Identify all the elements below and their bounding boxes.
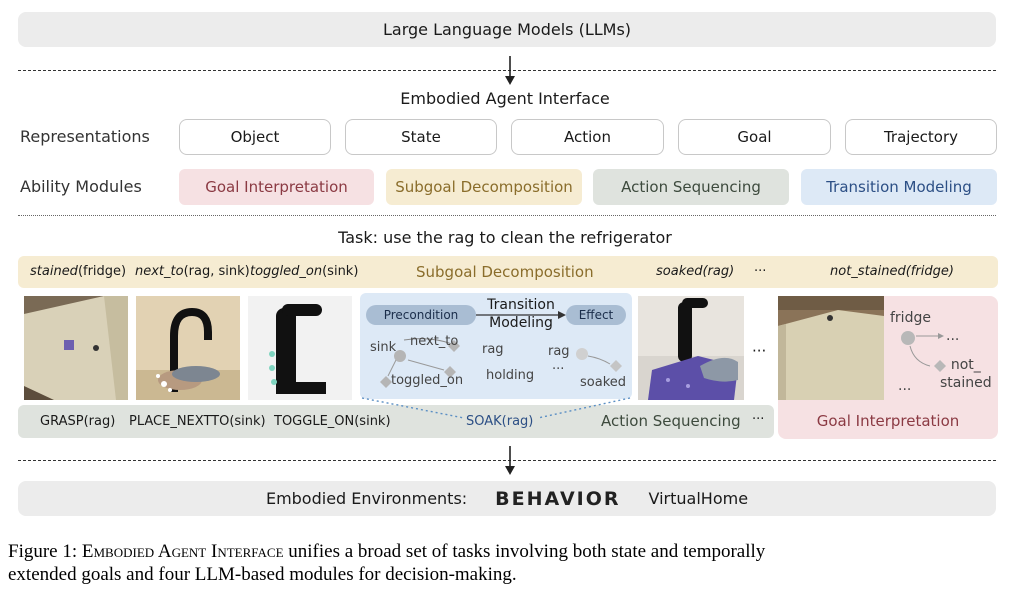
faucet-rag-photo (136, 296, 240, 400)
goal-dots: ... (946, 328, 960, 344)
goal-graph (901, 331, 946, 372)
tm-dots: ... (552, 358, 565, 373)
subgoal-strip (18, 256, 998, 288)
transition-graph (380, 338, 622, 388)
tm-next-to: next_to (410, 334, 459, 349)
llm-label: Large Language Models (LLMs) (382, 20, 632, 39)
rep-action: Action (511, 119, 664, 155)
subgoal-ellipsis: ··· (754, 264, 767, 279)
rep-object: Object (179, 119, 331, 155)
tm-sink: sink (370, 340, 397, 355)
action-grasp: GRASP(rag) (40, 414, 116, 429)
tm-toggled-on: toggled_on (391, 373, 464, 388)
task-title: Task: use the rag to clean the refrigera… (338, 228, 672, 247)
rep-trajectory: Trajectory (845, 119, 997, 155)
subgoal-decomposition-label: Subgoal Decomposition (416, 263, 594, 281)
faucet-on-photo (248, 296, 352, 400)
module-goal-interpretation: Goal Interpretation (179, 169, 374, 205)
subgoal-soaked: soaked(rag) (656, 264, 735, 279)
transition-arrow-icon (476, 311, 566, 319)
ability-modules-label: Ability Modules (20, 177, 142, 196)
goal-fridge: fridge (890, 310, 931, 326)
down-arrow-icon-2 (505, 446, 515, 475)
subgoal-toggled-on: toggled_on(sink) (250, 264, 359, 279)
rep-goal: Goal (678, 119, 831, 155)
goal-not-stained: not_ stained (940, 357, 992, 391)
module-subgoal-decomposition: Subgoal Decomposition (386, 169, 582, 205)
action-strip (18, 405, 774, 438)
tm-rag: rag (482, 342, 504, 357)
subgoal-stained: stained(fridge) (30, 264, 127, 279)
behavior-logo: BEHAVIOR (495, 487, 621, 510)
action-toggle-on: TOGGLE_ON(sink) (274, 414, 391, 429)
precondition-pill: Precondition (366, 305, 476, 325)
action-ellipsis: ··· (752, 412, 765, 427)
virtualhome-label: VirtualHome (648, 489, 749, 508)
down-arrow-icon (505, 56, 515, 85)
module-transition-modeling: Transition Modeling (801, 169, 997, 205)
interface-title: Embodied Agent Interface (400, 89, 610, 108)
transition-modeling-title: Transition Modeling (487, 297, 555, 331)
tm-rag2: rag (548, 344, 570, 359)
fridge-goal-photo (778, 296, 884, 400)
env-label: Embodied Environments: (265, 489, 468, 508)
subgoal-not-stained: not_stained(fridge) (830, 264, 954, 279)
soak-dotted-lines (361, 397, 631, 419)
figure-caption: Figure 1: Embodied Agent Interface unifi… (8, 541, 766, 585)
llm-banner: Large Language Models (LLMs) (18, 12, 996, 47)
bottom-dashed-divider (18, 460, 996, 461)
action-place-nextto: PLACE_NEXTTO(sink) (129, 414, 266, 429)
module-action-sequencing: Action Sequencing (593, 169, 789, 205)
action-sequencing-label: Action Sequencing (601, 412, 741, 430)
subgoal-next-to: next_to(rag, sink) (135, 264, 250, 279)
environments-banner: Embodied Environments: BEHAVIOR VirtualH… (18, 481, 996, 516)
tm-soaked: soaked (580, 375, 627, 390)
dotted-divider (18, 215, 996, 216)
action-soak: SOAK(rag) (466, 414, 534, 429)
soak-rag-photo (638, 296, 744, 400)
fridge-photo (24, 296, 128, 400)
rep-state: State (345, 119, 497, 155)
goal-dots2: ... (898, 378, 912, 394)
representations-label: Representations (20, 127, 150, 146)
effect-pill: Effect (566, 305, 626, 325)
tm-holding: holding (486, 368, 535, 383)
mid-ellipsis: ··· (752, 342, 767, 360)
goal-interpretation-label: Goal Interpretation (816, 412, 960, 430)
top-dashed-divider (18, 70, 996, 71)
